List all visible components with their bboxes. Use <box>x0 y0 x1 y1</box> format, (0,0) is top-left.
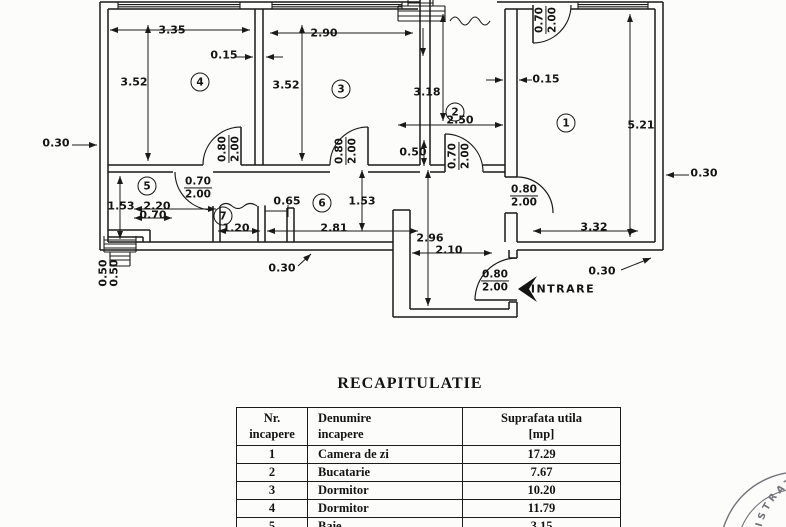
dimension-label: 3.52 <box>272 78 300 92</box>
dimension-label: 3.32 <box>580 220 608 234</box>
dimension-lines <box>72 14 689 306</box>
dimension-label: 0.30 <box>42 136 70 150</box>
dimension-label: 2.20 <box>143 199 171 213</box>
dimension-label: 3.35 <box>158 23 186 37</box>
dimension-label: 3.18 <box>413 85 441 99</box>
recap-cell-nr: 2 <box>236 463 308 482</box>
room-number-6: 6 <box>312 193 332 213</box>
window-symbols <box>103 0 649 267</box>
dimension-label: 0.30 <box>268 261 296 275</box>
dimension-label: 1.53 <box>107 199 135 213</box>
recap-cell-area: 11.79 <box>462 499 621 518</box>
recap-col-header: Denumire incapere <box>307 407 463 446</box>
room-number-3: 3 <box>331 79 351 99</box>
recap-cell-name: Bucatarie <box>307 463 463 482</box>
entrance-arrow-icon <box>518 276 537 302</box>
recap-cell-name: Dormitor <box>307 499 463 518</box>
recap-cell-name: Baie <box>307 517 463 527</box>
dimension-label: 0.15 <box>210 48 238 62</box>
entrance-label: INTRARE <box>530 282 596 296</box>
dimension-label: 0.30 <box>588 264 616 278</box>
dimension-label: 0.15 <box>532 72 560 86</box>
dimension-label: 0.50 <box>107 259 121 287</box>
recap-col-header: Suprafata utila [mp] <box>462 407 621 446</box>
recap-cell-nr: 5 <box>236 517 308 527</box>
recap-cell-nr: 4 <box>236 499 308 518</box>
recap-cell-name: Dormitor <box>307 481 463 500</box>
dimension-label: 2.96 <box>416 231 444 245</box>
recap-cell-area: 3.15 <box>462 517 621 527</box>
walls <box>99 0 664 318</box>
dimension-label: 0.65 <box>273 194 301 208</box>
dimension-label: 5.21 <box>627 118 655 132</box>
dimension-label: 0.70 <box>139 208 167 222</box>
door-arcs <box>174 4 572 301</box>
recap-col-header: Nr. incapere <box>236 407 308 446</box>
recap-cell-nr: 1 <box>236 445 308 464</box>
room-number-7: 7 <box>213 206 233 226</box>
room-number-1: 1 <box>556 113 576 133</box>
room-number-4: 4 <box>190 72 210 92</box>
recap-cell-area: 10.20 <box>462 481 621 500</box>
room-number-5: 5 <box>137 176 157 196</box>
dimension-label: 0.50 <box>399 145 427 159</box>
room-number-2: 2 <box>445 102 465 122</box>
recap-cell-nr: 3 <box>236 481 308 500</box>
dimension-label: 0.30 <box>690 166 718 180</box>
recap-title: RECAPITULATIE <box>337 375 483 392</box>
dimension-label: 2.90 <box>310 26 338 40</box>
recap-cell-area: 17.29 <box>462 445 621 464</box>
dimension-label: 2.81 <box>320 221 348 235</box>
dimension-label: 2.10 <box>435 243 463 257</box>
dimension-label: 1.53 <box>348 194 376 208</box>
dimension-label: 3.52 <box>120 75 148 89</box>
recap-cell-name: Camera de zi <box>307 445 463 464</box>
dimension-label: 1.20 <box>222 221 250 235</box>
recap-cell-area: 7.67 <box>462 463 621 482</box>
